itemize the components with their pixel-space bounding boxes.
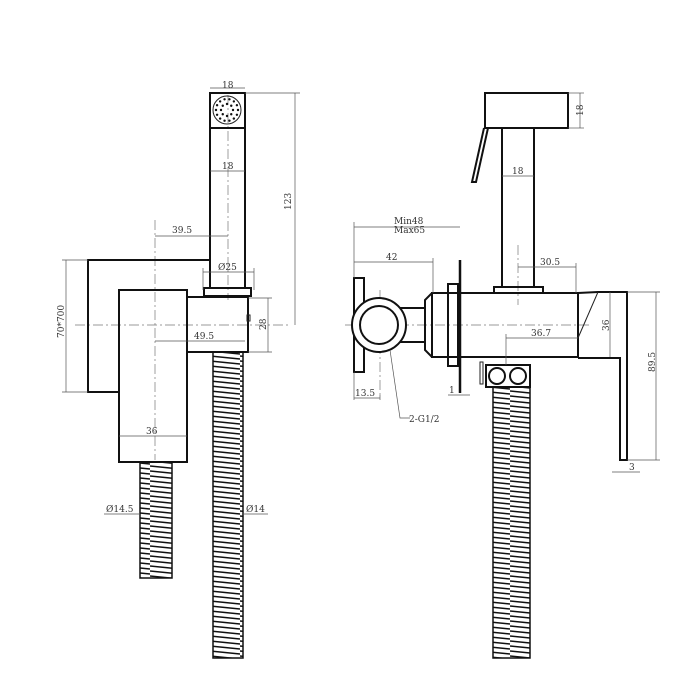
nozzle-hole: [236, 108, 240, 112]
thread-label: 2-G1/2: [409, 415, 439, 425]
right-view: 18 18 Min48 Max65 42 30.5 36.7 36 89.5 1…: [345, 92, 660, 659]
dim-body-depth: 49.5: [194, 332, 214, 342]
nozzle-hole: [223, 98, 226, 101]
dim-box-width: 36: [146, 427, 158, 437]
nozzle-hole: [215, 104, 219, 107]
inlet-bore: [359, 305, 399, 345]
dim-handle-width-side: 18: [512, 167, 524, 177]
holder-body: [186, 296, 249, 353]
nozzle-hole: [231, 108, 235, 112]
outlet-a: [488, 367, 506, 385]
nozzle-hole: [232, 100, 236, 103]
nozzle-hole: [230, 113, 233, 116]
dim-offset: 39.5: [172, 226, 192, 236]
valve-body: [431, 292, 579, 358]
nozzle-hole: [214, 108, 218, 112]
dim-plate-thickness: 1: [449, 386, 455, 396]
dim-collar: Ø25: [218, 262, 237, 273]
nozzle-hole: [228, 119, 231, 122]
hose-left: [139, 461, 173, 579]
nozzle-hole: [223, 119, 226, 122]
wall-plate: [87, 259, 210, 393]
nozzle-hole: [228, 98, 231, 101]
knob: [246, 314, 251, 322]
hose-side: [492, 386, 531, 659]
nozzle-hole: [218, 117, 222, 120]
dim-inlet-depth: 42: [386, 253, 397, 263]
nozzle-hole: [218, 100, 222, 103]
dim-head-width: 18: [222, 81, 234, 91]
nozzle-holes: [214, 98, 240, 122]
nozzle-hole: [230, 104, 233, 107]
dim-lever-thickness: 3: [629, 463, 635, 473]
dim-min: Min48: [394, 217, 424, 227]
dim-total-height: 123: [284, 193, 294, 210]
nozzle-hole: [215, 113, 219, 116]
nozzle-hole: [235, 113, 239, 116]
nozzle-hole: [225, 114, 229, 118]
trigger: [470, 127, 489, 183]
nozzle-hole: [221, 104, 224, 107]
nozzle-hole: [219, 108, 223, 112]
dim-ring-offset: 13.5: [355, 389, 375, 399]
outlet-b: [509, 367, 527, 385]
left-view: 18 18 123 39.5 Ø25 28 49.5 70*700 36 Ø14…: [57, 81, 300, 659]
inlet-pipe: [400, 307, 425, 343]
nozzle-face: [212, 95, 242, 125]
dim-hose-a: Ø14.5: [106, 504, 134, 515]
nozzle-hole: [232, 117, 236, 120]
dim-outlet-offset: 36.7: [531, 329, 551, 339]
dim-lever-width: 36: [602, 319, 612, 331]
dim-lever-height: 89.5: [648, 352, 658, 372]
dim-head-height: 18: [576, 104, 586, 116]
nozzle-hole: [235, 104, 239, 107]
collar: [203, 287, 252, 297]
dim-max: Max65: [394, 226, 425, 236]
dim-lever-offset: 30.5: [540, 258, 560, 268]
hex-nut: [424, 292, 433, 358]
dim-handle-width: 18: [222, 162, 234, 172]
nozzle-hole: [225, 102, 229, 106]
flange: [447, 283, 459, 367]
lever: [577, 291, 628, 461]
spray-head-side: [484, 92, 569, 129]
nozzle-hole: [221, 113, 224, 116]
hose-right: [212, 351, 244, 659]
dim-body-height: 28: [259, 318, 269, 330]
dim-plate: 70*700: [57, 305, 67, 338]
dim-hose-b: Ø14: [246, 504, 265, 515]
